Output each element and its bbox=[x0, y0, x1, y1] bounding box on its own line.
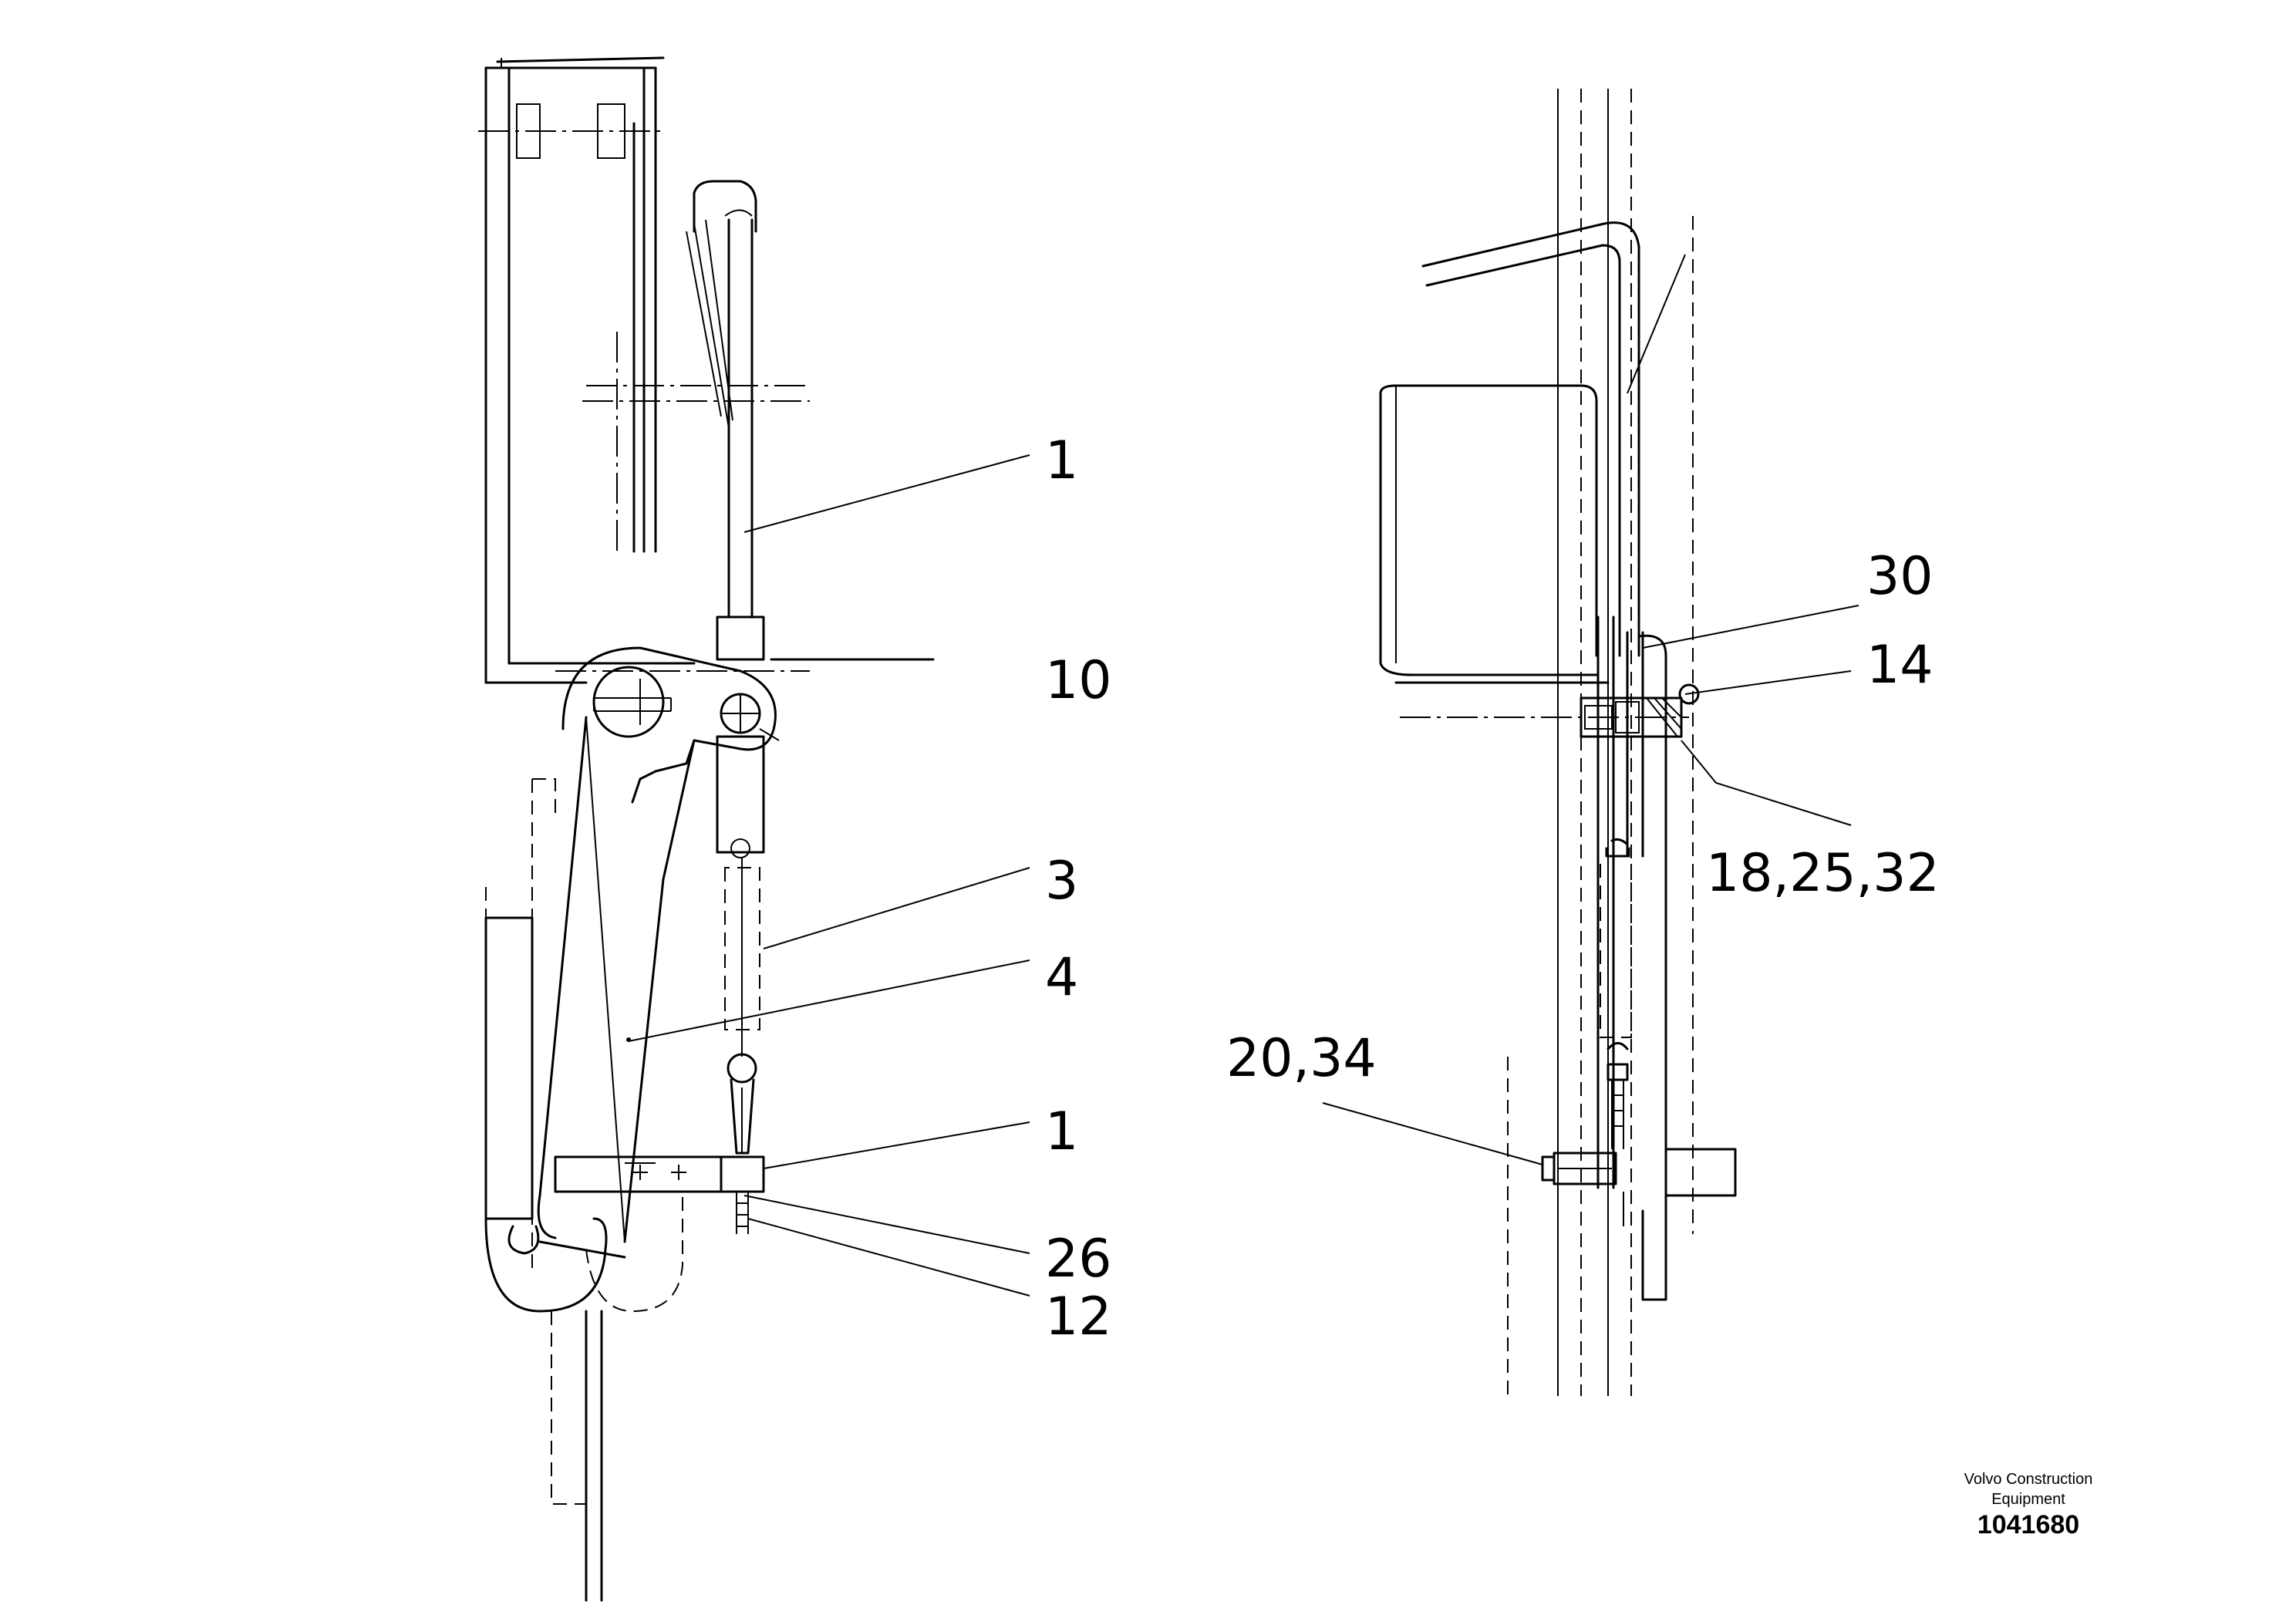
callouts-left: 1 10 3 4 1 26 12 bbox=[1045, 430, 1112, 1347]
drawing-number: 1041680 bbox=[1977, 1510, 2080, 1539]
credit-line-company: Volvo Construction bbox=[1964, 1471, 2093, 1488]
callout-item-3-rod: 3 bbox=[1045, 851, 1078, 912]
callout-item-30: 30 bbox=[1866, 546, 1934, 607]
callout-item-26: 26 bbox=[1045, 1229, 1112, 1290]
right-view bbox=[1322, 89, 1859, 1396]
callout-item-14: 14 bbox=[1866, 635, 1934, 696]
callout-item-1-bar: 1 bbox=[1045, 1101, 1078, 1162]
publisher-credit: Volvo Construction Equipment 1041680 bbox=[1913, 1469, 2144, 1540]
callout-items-20-34: 20,34 bbox=[1226, 1028, 1377, 1089]
callout-item-1-handle: 1 bbox=[1045, 430, 1078, 491]
callout-item-12: 12 bbox=[1045, 1286, 1112, 1347]
credit-line-division: Equipment bbox=[1991, 1491, 2065, 1508]
callout-items-18-25-32: 18,25,32 bbox=[1706, 843, 1940, 904]
left-view bbox=[478, 56, 1030, 1602]
callouts-right: 30 14 18,25,32 20,34 bbox=[1226, 546, 1940, 1089]
callout-item-4-bracket: 4 bbox=[1045, 947, 1078, 1008]
callout-item-10-lever: 10 bbox=[1045, 650, 1112, 711]
